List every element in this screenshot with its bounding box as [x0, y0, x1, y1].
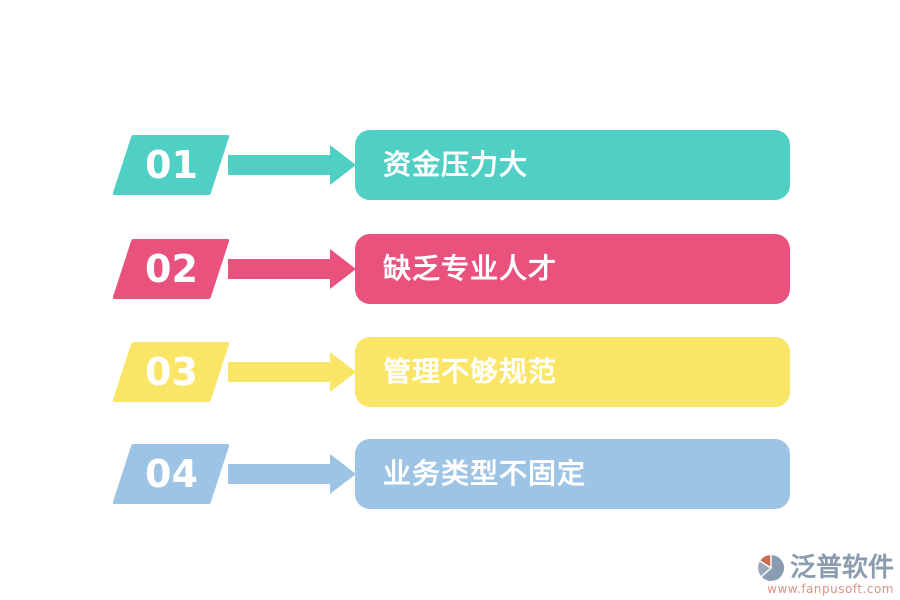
- step-number-badge: 03: [112, 342, 230, 402]
- arrow-shaft: [228, 259, 331, 279]
- arrow-head-icon: [330, 352, 356, 392]
- step-number-badge: 04: [112, 444, 230, 504]
- problem-row-3: 03 管理不够规范: [0, 337, 900, 407]
- arrow-head-icon: [330, 249, 356, 289]
- step-number-badge: 01: [112, 135, 230, 195]
- step-number: 01: [144, 143, 198, 187]
- problem-label: 缺乏专业人才: [383, 252, 558, 285]
- problem-label: 业务类型不固定: [383, 457, 587, 490]
- step-number: 02: [144, 247, 198, 291]
- problem-bar: 业务类型不固定: [355, 439, 790, 509]
- arrow-shaft: [228, 464, 331, 484]
- watermark-brand: 泛普软件: [789, 552, 894, 583]
- arrow-head-icon: [330, 454, 356, 494]
- watermark-url: www.fanpusoft.com: [767, 582, 894, 596]
- problem-bar: 资金压力大: [355, 130, 790, 200]
- problem-row-2: 02 缺乏专业人才: [0, 234, 900, 304]
- problem-bar: 缺乏专业人才: [355, 234, 790, 304]
- arrow-shaft: [228, 155, 331, 175]
- problem-row-4: 04 业务类型不固定: [0, 439, 900, 509]
- arrow-shaft: [228, 362, 331, 382]
- problem-label: 资金压力大: [383, 148, 529, 181]
- arrow-head-icon: [330, 145, 356, 185]
- step-number: 03: [144, 350, 198, 394]
- step-number: 04: [144, 452, 198, 496]
- problem-label: 管理不够规范: [383, 355, 558, 388]
- fanpu-logo-icon: [756, 553, 786, 583]
- watermark: 泛普软件 www.fanpusoft.com: [754, 551, 894, 596]
- problem-bar: 管理不够规范: [355, 337, 790, 407]
- problem-row-1: 01 资金压力大: [0, 130, 900, 200]
- step-number-badge: 02: [112, 239, 230, 299]
